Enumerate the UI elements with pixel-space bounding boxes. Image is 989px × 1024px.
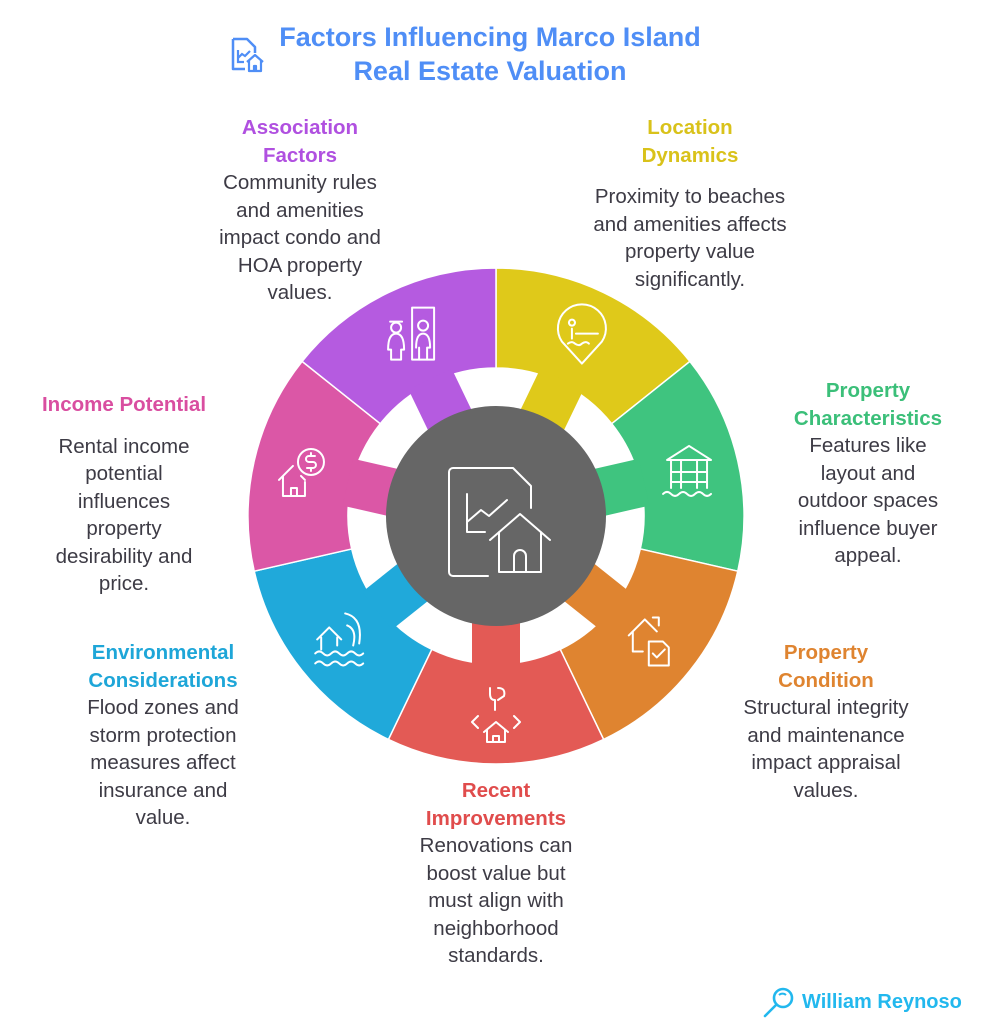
factor-heading: Property <box>825 379 911 402</box>
factor-heading: Association <box>241 116 359 139</box>
factor-heading: Condition <box>778 668 874 692</box>
factor-description: and amenities affects <box>593 212 787 236</box>
segment-improvements <box>387 618 605 765</box>
factor-description: desirability and <box>55 544 193 568</box>
chart-house-document-icon <box>448 467 551 577</box>
factor-description: property value <box>625 240 755 263</box>
factor-description: insurance and <box>98 778 228 802</box>
flood-wave-house-icon <box>314 612 365 667</box>
factor-heading: Property <box>783 641 869 664</box>
factor-description: impact appraisal <box>751 751 901 774</box>
house-dollar-icon <box>277 447 325 497</box>
factor-description: Proximity to beaches <box>594 185 786 208</box>
beach-location-pin-icon <box>556 303 607 365</box>
center-hub <box>386 406 606 626</box>
factor-description: values. <box>267 281 333 304</box>
factor-description: boost value but <box>426 861 566 885</box>
center-circle <box>386 406 606 626</box>
magnifier-icon <box>763 987 794 1018</box>
factor-description: and maintenance <box>747 723 905 747</box>
renovation-house-icon <box>471 687 521 743</box>
factor-description: Renovations can <box>419 834 573 857</box>
title-line-2: Real Estate Valuation <box>353 56 627 86</box>
factor-heading: Dynamics <box>641 143 739 167</box>
factor-description: HOA property <box>237 253 363 277</box>
factor-description: standards. <box>448 944 544 967</box>
factor-description: Features like <box>809 434 927 457</box>
factor-description: impact condo and <box>219 226 381 249</box>
factor-description: appeal. <box>834 544 902 567</box>
factor-heading: Location <box>647 116 733 139</box>
factor-description: values. <box>793 778 859 802</box>
factor-description: Structural integrity <box>743 696 909 719</box>
title-line-1: Factors Influencing Marco Island <box>279 22 701 52</box>
factor-description: layout and <box>820 461 916 485</box>
community-people-icon <box>387 306 436 361</box>
factor-heading: Improvements <box>425 806 567 830</box>
factor-heading: Recent <box>461 779 531 802</box>
factor-description: and amenities <box>236 198 364 222</box>
factor-description: potential <box>85 462 163 485</box>
factor-description: Flood zones and <box>87 696 239 719</box>
factor-heading: Environmental <box>91 641 235 664</box>
factor-description: storm protection <box>89 723 237 747</box>
house-checklist-icon <box>627 616 670 667</box>
factor-description: measures affect <box>90 751 236 774</box>
factor-description: influences <box>77 489 171 513</box>
factor-description: price. <box>98 572 150 595</box>
factor-description: must align with <box>428 889 564 912</box>
author-credit: William Reynoso <box>762 985 962 1019</box>
author-name: William Reynoso <box>802 990 962 1013</box>
waterfront-house-icon <box>662 444 713 497</box>
factor-description: Rental income <box>58 434 190 458</box>
factor-heading: Factors <box>262 143 338 167</box>
factor-description: neighborhood <box>433 916 559 940</box>
factor-description: influence buyer <box>798 516 938 540</box>
factor-description: outdoor spaces <box>797 489 939 512</box>
page-title: Factors Influencing Marco Island Real Es… <box>270 20 710 88</box>
factor-description: property <box>86 517 162 540</box>
factor-description: value. <box>135 806 191 829</box>
segment-connector <box>472 618 520 668</box>
factor-heading: Characteristics <box>793 406 943 430</box>
factor-heading: Income Potential <box>41 393 207 416</box>
segment-arc <box>301 267 497 425</box>
factor-description: Community rules <box>223 171 377 194</box>
factor-description: significantly. <box>634 267 746 291</box>
factor-heading: Considerations <box>88 668 238 692</box>
chart-house-document-icon <box>231 37 264 73</box>
